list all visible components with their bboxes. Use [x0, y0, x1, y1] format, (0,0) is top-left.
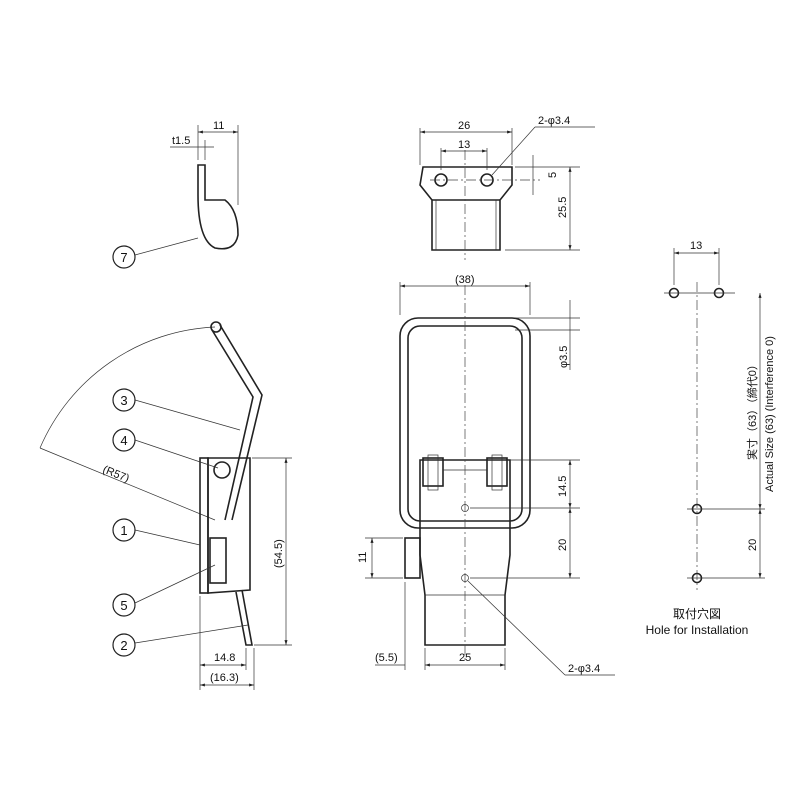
balloon-1-label: 1	[120, 523, 127, 538]
hole-callout: 2-φ3.4	[538, 115, 570, 127]
balloon-5: 5	[112, 593, 136, 617]
balloon-2: 2	[112, 633, 136, 657]
side-view: (R57) (54.5) 14.8 (16.3) 3 4 1 5 2	[39, 321, 292, 690]
balloon-5-label: 5	[120, 598, 127, 613]
dim-5: 5	[547, 172, 559, 178]
dim-5-5: (5.5)	[375, 652, 398, 664]
dim-38: (38)	[455, 274, 475, 286]
dim-11: 11	[213, 120, 224, 132]
dim-16-3: (16.3)	[210, 672, 239, 684]
dim-13-install: 13	[690, 240, 702, 252]
balloon-1: 1	[112, 518, 136, 542]
dim-hole-3-5: φ3.5	[558, 346, 570, 368]
dim-25-5: 25.5	[557, 197, 569, 218]
dim-r57: (R57)	[101, 464, 131, 485]
dim-t1-5: t1.5	[172, 135, 190, 147]
actual-size-jp: 実寸（63）（締代0）	[745, 359, 759, 460]
balloon-3: 3	[112, 388, 136, 412]
dim-20-install: 20	[747, 539, 759, 551]
dim-20: 20	[557, 539, 569, 551]
dim-11-side: 11	[357, 552, 369, 563]
front-view: (38) φ3.5 14.5 20 11 (5.5) 25 2-φ3.4	[357, 274, 615, 676]
dim-26: 26	[458, 120, 470, 132]
title-en: Hole for Installation	[646, 623, 749, 637]
hole-callout-bottom: 2-φ3.4	[568, 663, 600, 675]
dim-14-5: 14.5	[557, 476, 569, 497]
balloon-7	[112, 245, 136, 269]
balloon-4-label: 4	[120, 433, 127, 448]
actual-size-en: Actual Size (63) (Interference 0)	[764, 336, 776, 492]
balloon-4: 4	[112, 428, 136, 452]
balloon-7-label: 7	[120, 250, 127, 265]
balloon-2-label: 2	[120, 638, 127, 653]
dim-13: 13	[458, 139, 470, 151]
top-view: 26 13 2-φ3.4 5 25.5	[419, 115, 595, 260]
dim-25: 25	[459, 652, 471, 664]
installation-hole-diagram: 13 実寸（63）（締代0） Actual Size (63) (Interfe…	[646, 240, 776, 637]
title-jp: 取付穴図	[673, 606, 721, 621]
dim-14-8: 14.8	[214, 652, 235, 664]
dim-54-5: (54.5)	[273, 539, 285, 568]
part-7-view: 11 t1.5 7	[112, 120, 239, 269]
balloon-3-label: 3	[120, 393, 127, 408]
